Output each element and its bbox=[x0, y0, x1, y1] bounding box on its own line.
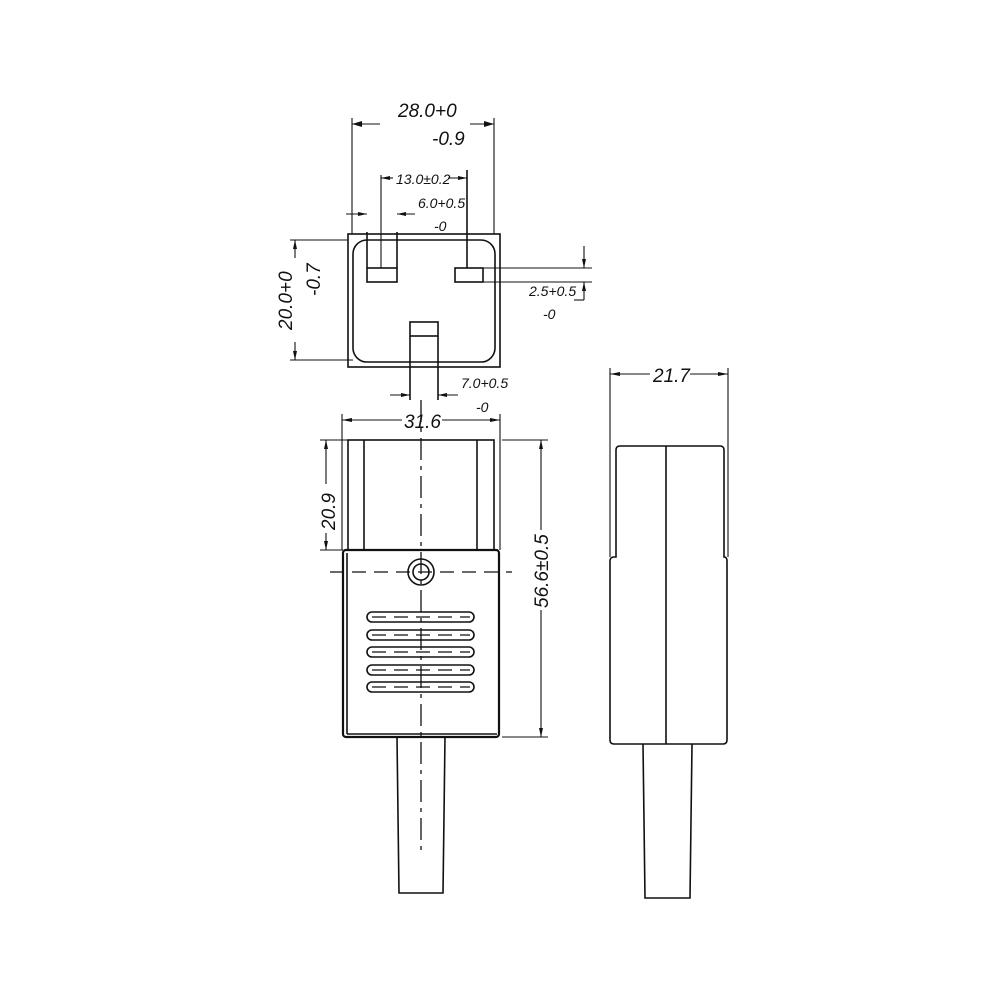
dim-pin-width-tol: -0 bbox=[434, 218, 447, 234]
left-pin-slot bbox=[366, 267, 398, 283]
earth-slot bbox=[409, 321, 439, 337]
dim-total-length: 56.6±0.5 bbox=[532, 534, 553, 608]
dim-height-total: 20.0+0 bbox=[276, 271, 297, 331]
dim-pin-width: 6.0+0.5 bbox=[418, 195, 465, 211]
dim-pin-depth: 2.5+0.5 bbox=[528, 283, 576, 299]
front-face-view: 28.0+0 -0.9 13.0±0.2 6.0+0.5 -0 20.0+0 -… bbox=[276, 101, 592, 415]
right-pin-slot bbox=[454, 267, 484, 283]
dim-width: 31.6 bbox=[404, 412, 441, 433]
dim-width-total-tol: -0.9 bbox=[432, 129, 465, 150]
cable bbox=[396, 736, 446, 894]
dim-width-total: 28.0+0 bbox=[397, 101, 457, 122]
side-cable bbox=[642, 743, 693, 899]
dim-height-total-tol: -0.7 bbox=[304, 262, 325, 296]
dim-depth: 21.7 bbox=[652, 366, 691, 387]
dim-front-section-length: 20.9 bbox=[319, 493, 340, 531]
dim-earth-width-tol: -0 bbox=[476, 399, 489, 415]
dim-pin-depth-tol: -0 bbox=[543, 306, 556, 322]
side-view: 21.7 bbox=[609, 366, 729, 899]
dim-pin-spacing: 13.0±0.2 bbox=[396, 171, 451, 187]
dim-earth-width: 7.0+0.5 bbox=[461, 375, 508, 391]
top-view: 31.6 20.9 56.6±0.5 bbox=[319, 400, 553, 894]
